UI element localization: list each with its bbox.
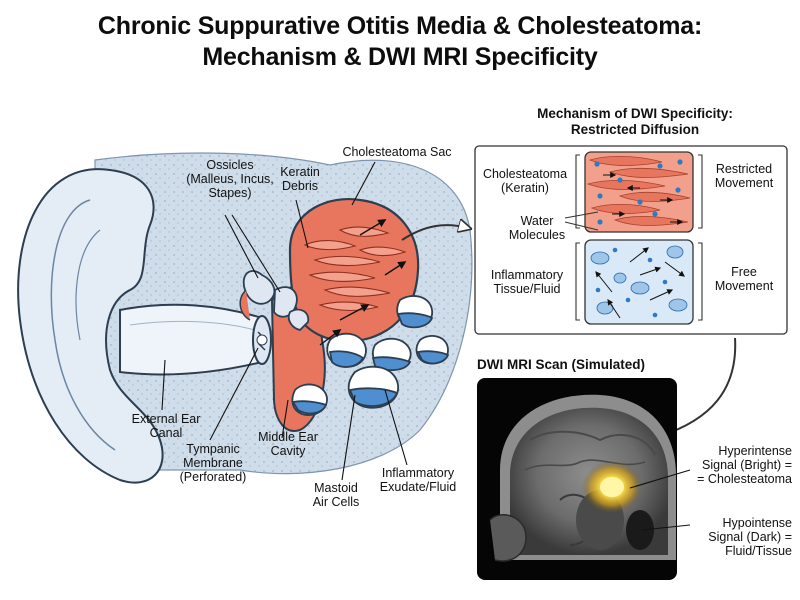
mechanism-title: Mechanism of DWI Specificity: Restricted… [537, 106, 733, 137]
inflammatory-tissue-label: Inflammatory Tissue/Fluid [490, 268, 564, 296]
keratin-debris-label: Keratin Debris [280, 165, 320, 193]
external-ear-canal [119, 303, 263, 376]
water-molecules-label: Water Molecules [508, 214, 566, 242]
keratin-debris [303, 226, 407, 312]
cholesteatoma-sac [288, 198, 420, 343]
middle-ear-cavity-label: Middle Ear Cavity [258, 430, 318, 458]
external-ear-canal-label: External Ear Canal [131, 412, 201, 440]
cholesteatoma-sac-label: Cholesteatoma Sac [342, 145, 452, 159]
ossicles [242, 270, 310, 331]
free-movement-label: Free Movement [714, 265, 774, 293]
diagram-title-line-1: Chronic Suppurative Otitis Media & Chole… [97, 12, 703, 40]
inflammatory-exudate-label: Inflammatory Exudate/Fluid [379, 466, 457, 494]
mastoid-air-cells-label: Mastoid Air Cells [312, 481, 360, 509]
sac-to-mechanism-arrow [401, 225, 468, 241]
pinna [17, 168, 164, 484]
mri-title: DWI MRI Scan (Simulated) [477, 357, 646, 372]
hyperintense-label: Hyperintense Signal (Bright) = = Cholest… [697, 444, 792, 486]
ossicles-label: Ossicles (Malleus, Incus, Stapes) [186, 158, 274, 200]
mastoid-air-cells [291, 295, 450, 416]
restricted-movement-label: Restricted Movement [714, 162, 774, 190]
diagram-title-line-2: Mechanism & DWI MRI Specificity [202, 43, 598, 71]
tympanic-membrane-label: Tympanic Membrane (Perforated) [179, 442, 247, 484]
cholesteatoma-keratin-label: Cholesteatoma (Keratin) [482, 167, 568, 195]
hypointense-label: Hypointense Signal (Dark) = Fluid/Tissue [708, 516, 792, 558]
